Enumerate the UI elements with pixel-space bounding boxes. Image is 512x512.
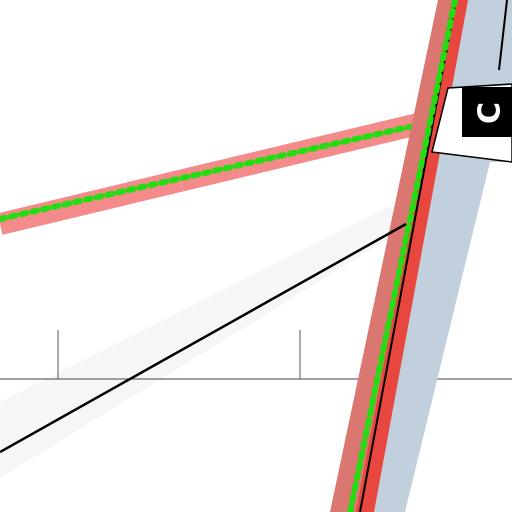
route-dots-main [347, 0, 458, 512]
track-line-branch [0, 222, 407, 454]
faint-track-band [0, 206, 406, 478]
station-marker-badge[interactable] [462, 87, 512, 137]
station-marker-tick [498, 0, 508, 71]
route-dots-branch [0, 122, 421, 222]
station-marker-label: C [473, 102, 508, 124]
